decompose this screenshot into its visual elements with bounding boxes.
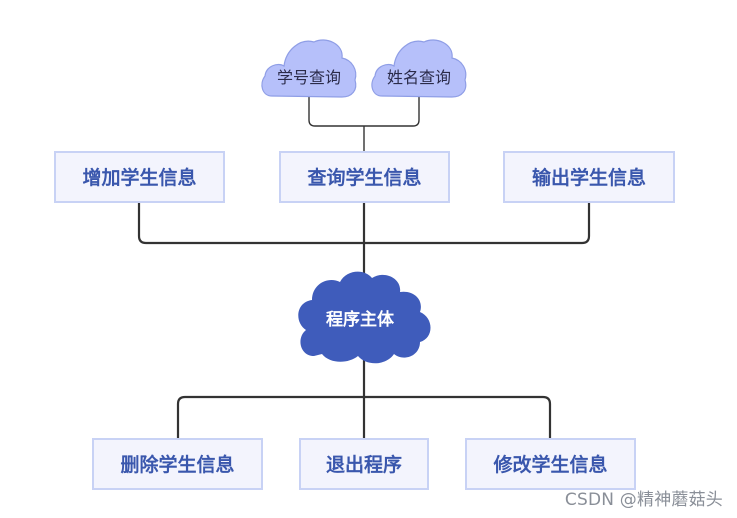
cloud-name-query[interactable]: 姓名查询 <box>371 39 467 98</box>
box-label: 增加学生信息 <box>82 166 196 189</box>
box-output-student-info[interactable]: 输出学生信息 <box>503 151 675 203</box>
box-query-student-info[interactable]: 查询学生信息 <box>279 151 450 203</box>
cloud-shape <box>298 271 431 364</box>
box-frame <box>465 438 636 490</box>
box-label: 查询学生信息 <box>306 166 421 189</box>
box-label: 输出学生信息 <box>532 166 646 189</box>
box-frame <box>299 438 429 490</box>
box-frame <box>279 151 450 203</box>
cloud-label: 姓名查询 <box>387 68 451 87</box>
box-add-student-info[interactable]: 增加学生信息 <box>54 151 225 203</box>
cloud-label: 学号查询 <box>277 68 341 87</box>
cloud-shape <box>371 39 467 98</box>
box-frame <box>92 438 263 490</box>
box-modify-student-info[interactable]: 修改学生信息 <box>465 438 636 490</box>
box-frame <box>503 151 675 203</box>
box-frame <box>54 151 225 203</box>
cloud-program-main[interactable]: 程序主体 <box>298 271 431 364</box>
connectors <box>137 93 591 440</box>
connector-lower-bracket <box>176 395 552 440</box>
cloud-shape <box>261 39 357 98</box>
connector-query-to-clouds <box>308 93 420 153</box>
box-label: 退出程序 <box>326 453 402 476</box>
box-delete-student-info[interactable]: 删除学生信息 <box>92 438 263 490</box>
cloud-label: 程序主体 <box>326 309 395 330</box>
box-label: 修改学生信息 <box>492 453 607 476</box>
box-label: 删除学生信息 <box>120 453 234 476</box>
box-exit-program[interactable]: 退出程序 <box>299 438 429 490</box>
cloud-student-id-query[interactable]: 学号查询 <box>261 39 357 98</box>
watermark: CSDN @精神蘑菇头 <box>564 490 723 510</box>
